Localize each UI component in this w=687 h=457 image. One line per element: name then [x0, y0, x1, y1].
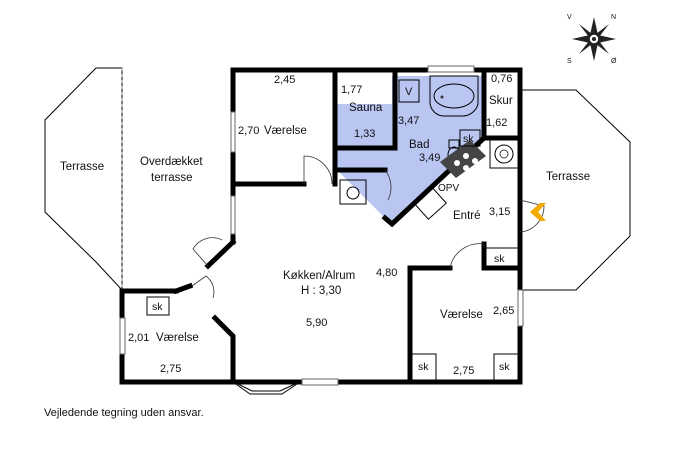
shed-width: 0,76 [491, 73, 512, 85]
door-left-room [191, 275, 215, 299]
bath-area-fill [337, 76, 485, 224]
door-covered-terrace [192, 237, 223, 267]
bath-height: 3,49 [419, 152, 440, 164]
bathtub [429, 75, 479, 117]
disclaimer-text: Vejledende tegning uden ansvar. [44, 407, 204, 419]
room-right-height: 2,65 [493, 305, 514, 317]
door-entry [519, 199, 545, 233]
room-top-height: 2,70 [238, 125, 259, 137]
kitchen-label: Køkken/Alrum [283, 270, 355, 282]
window-bath-top [427, 65, 475, 73]
entry-arrow-icon [530, 203, 546, 221]
wall-diag-bath [381, 67, 487, 228]
bath-width: 3,47 [398, 115, 419, 127]
kitchen-width: 5,90 [306, 317, 327, 329]
sauna-label: Sauna [349, 102, 383, 114]
wall-bath-outline [332, 67, 398, 151]
wall-diag-left [172, 282, 194, 295]
compass-v: V [567, 14, 572, 21]
closet-right-room-right: sk [493, 353, 519, 381]
window-covered-side [230, 195, 236, 235]
svg-text:sk: sk [463, 133, 474, 145]
terrace-left-outline [44, 67, 123, 292]
covered-terrace-label-2: terrasse [151, 172, 193, 184]
sauna-heater-label: V [405, 86, 413, 98]
window-top-room-side [230, 111, 236, 153]
compass-rose-icon [572, 17, 616, 61]
covered-terrace-label-1: Overdækket [140, 156, 203, 168]
kitchen-depth: 4,80 [376, 267, 397, 279]
entry-dimension: 3,15 [489, 206, 510, 218]
door-right-room [449, 243, 485, 269]
kitchen-height-label: H : 3,30 [301, 285, 341, 297]
sauna-bench-fill [397, 79, 420, 103]
entry-label: Entré [453, 210, 481, 222]
room-right-label: Værelse [440, 309, 483, 321]
closet-right-room-left: sk [411, 353, 437, 381]
wall-diag-top-left [204, 238, 237, 270]
wall-left-room-right [211, 314, 236, 385]
room-left-label: Værelse [156, 332, 199, 344]
sauna-height: 1,33 [354, 128, 375, 140]
compass-n: N [611, 14, 616, 21]
window-bottom [301, 378, 339, 386]
svg-text:sk: sk [152, 301, 163, 313]
shed-height: 1,62 [486, 117, 507, 129]
closet-left-room: sk [146, 296, 170, 316]
compass-s: S [567, 58, 572, 65]
sauna-width: 1,77 [341, 84, 362, 96]
bay-window [232, 381, 301, 395]
room-left-width: 2,75 [160, 363, 181, 375]
room-top-width: 2,45 [274, 74, 295, 86]
room-top-label: Værelse [264, 125, 307, 137]
room-left-height: 2,01 [128, 332, 149, 344]
svg-text:sk: sk [499, 361, 510, 373]
room-right-width: 2,75 [453, 365, 474, 377]
terrace-right-outline [519, 89, 631, 291]
shed-label: Skur [489, 95, 513, 107]
outer-wall-top [230, 67, 523, 385]
bath-label: Bad [409, 139, 429, 151]
window-right-room [517, 289, 524, 327]
closet-entry: sk [483, 247, 519, 269]
kitchen-counter [413, 140, 486, 220]
opv-label: OPV [438, 183, 459, 194]
wall-right-room-top [407, 265, 453, 385]
svg-text:sk: sk [418, 361, 429, 373]
door-top-room [303, 155, 333, 185]
washbasin [339, 179, 367, 205]
stove [489, 139, 519, 169]
terrace-left-label: Terrasse [60, 161, 104, 173]
door-bath [384, 169, 392, 201]
closet-bath: sk [459, 129, 481, 147]
terrace-right-label: Terrasse [546, 171, 590, 183]
bay-window-inner [237, 383, 296, 392]
svg-text:sk: sk [494, 253, 505, 265]
window-left-room [119, 317, 126, 355]
sauna-heater [398, 79, 420, 103]
compass-e: Ø [611, 58, 617, 65]
